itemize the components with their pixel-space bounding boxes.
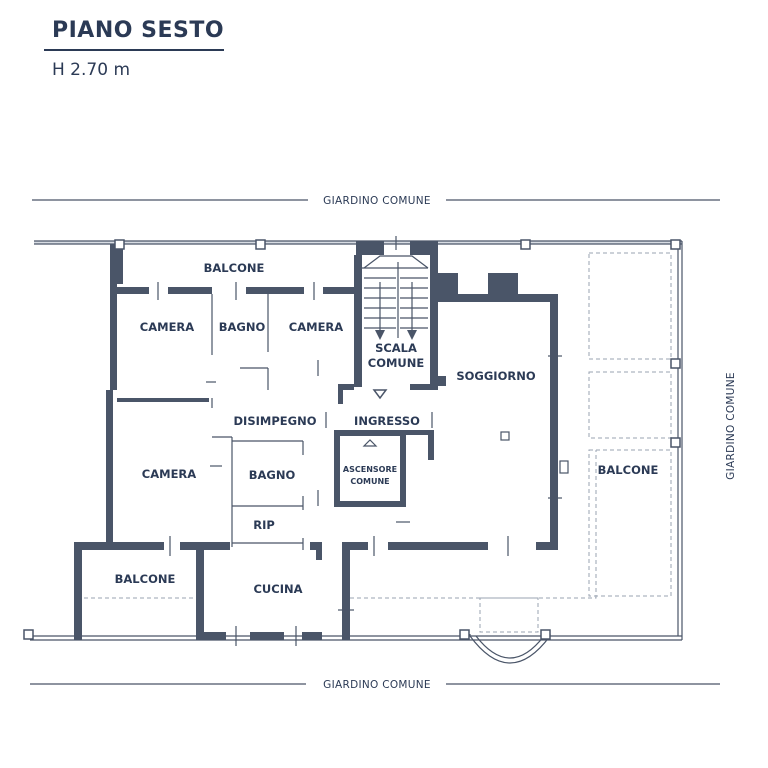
room-cucina: CUCINA <box>253 582 302 596</box>
room-camera-1: CAMERA <box>140 320 194 334</box>
room-scala-line2: COMUNE <box>368 356 425 370</box>
room-soggiorno: SOGGIORNO <box>456 369 535 383</box>
elevator-arrow-icon <box>362 439 378 447</box>
garden-right-label: GIARDINO COMUNE <box>725 372 737 480</box>
window-ticks <box>157 236 562 646</box>
room-bagno-2: BAGNO <box>249 468 296 482</box>
room-balcone-right: BALCONE <box>598 463 659 477</box>
column-icon <box>23 239 681 640</box>
bay-window <box>469 634 551 664</box>
room-disimpegno: DISIMPEGNO <box>234 414 317 428</box>
room-ingresso: INGRESSO <box>354 414 420 428</box>
room-balcone-top: BALCONE <box>204 261 265 275</box>
walls <box>74 241 558 640</box>
room-ascensore-line2: COMUNE <box>350 477 389 486</box>
garden-top-label: GIARDINO COMUNE <box>323 195 431 207</box>
stair-treads <box>362 255 429 338</box>
room-ascensore-line1: ASCENSORE <box>343 465 397 474</box>
room-rip: RIP <box>253 518 275 532</box>
stair-arrow-icon <box>372 282 417 400</box>
balcone-right-panels <box>84 252 672 633</box>
ceiling-height: H 2.70 m <box>52 60 131 80</box>
room-camera-2: CAMERA <box>289 320 343 334</box>
room-balcone-left: BALCONE <box>115 572 176 586</box>
page-title: PIANO SESTO <box>52 18 225 43</box>
room-scala-line1: SCALA <box>375 341 417 355</box>
garden-bottom-label: GIARDINO COMUNE <box>323 679 431 691</box>
room-bagno-1: BAGNO <box>219 320 266 334</box>
room-camera-3: CAMERA <box>142 467 196 481</box>
title-underline <box>44 49 224 51</box>
